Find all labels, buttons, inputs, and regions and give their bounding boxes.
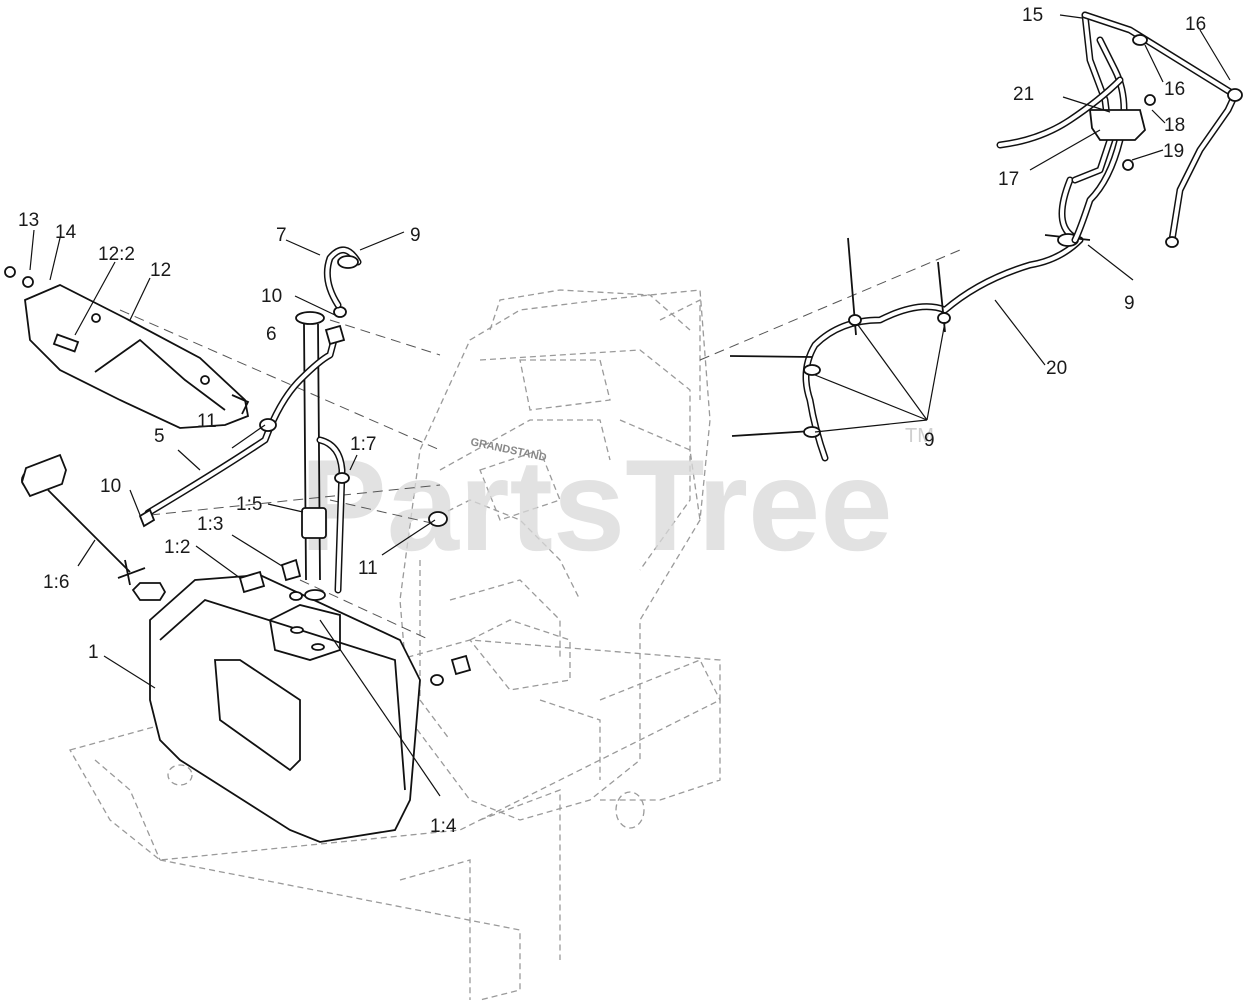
callouts: 1 1:2 1:3 1:4 1:5 1:6 1:7 5 6 7 9 9 9 10… xyxy=(18,5,1206,837)
watermark-text: PartsTree xyxy=(300,432,893,578)
callout-21: 21 xyxy=(1013,84,1034,105)
vent-hose-assembly xyxy=(323,246,362,346)
callout-1-7: 1:7 xyxy=(350,434,376,455)
callout-1-5: 1:5 xyxy=(236,494,262,515)
callout-13: 13 xyxy=(18,210,39,231)
callout-5: 5 xyxy=(154,426,165,447)
callout-19: 19 xyxy=(1163,141,1184,162)
fuel-line-20 xyxy=(729,176,1091,462)
fuel-cap xyxy=(21,453,146,586)
callout-11-left: 11 xyxy=(197,411,217,432)
callout-9-top: 9 xyxy=(410,225,421,246)
callout-9-bottom: 9 xyxy=(924,430,935,451)
fuel-pickup xyxy=(289,311,350,601)
tank-cover xyxy=(4,266,250,429)
callout-16-mid: 16 xyxy=(1164,79,1185,100)
watermark-trademark: TM xyxy=(905,425,934,447)
tank-fittings xyxy=(238,558,472,686)
callout-1-4: 1:4 xyxy=(430,816,457,837)
callout-12-2: 12:2 xyxy=(98,244,135,265)
callout-15: 15 xyxy=(1022,5,1043,26)
assembly-lines xyxy=(119,249,961,641)
callout-7: 7 xyxy=(276,225,287,246)
watermark: PartsTree TM xyxy=(300,425,934,578)
callout-10-top: 10 xyxy=(261,286,282,307)
callout-16-top: 16 xyxy=(1185,14,1206,35)
callout-20: 20 xyxy=(1046,358,1067,379)
callout-10-left: 10 xyxy=(100,476,121,497)
callout-12: 12 xyxy=(150,260,171,281)
callout-1: 1 xyxy=(88,642,99,663)
leader-lines xyxy=(29,14,1231,797)
callout-6: 6 xyxy=(266,324,277,345)
callout-17: 17 xyxy=(998,169,1019,190)
callout-11-center: 11 xyxy=(358,558,378,579)
top-right-hose-assembly xyxy=(996,11,1243,248)
callout-1-3: 1:3 xyxy=(197,514,223,535)
fuel-hose-5 xyxy=(138,336,448,528)
callout-14: 14 xyxy=(55,222,77,243)
callout-9-right: 9 xyxy=(1124,293,1135,314)
callout-1-2: 1:2 xyxy=(164,537,190,558)
callout-1-6: 1:6 xyxy=(43,572,69,593)
callout-18: 18 xyxy=(1164,115,1185,136)
